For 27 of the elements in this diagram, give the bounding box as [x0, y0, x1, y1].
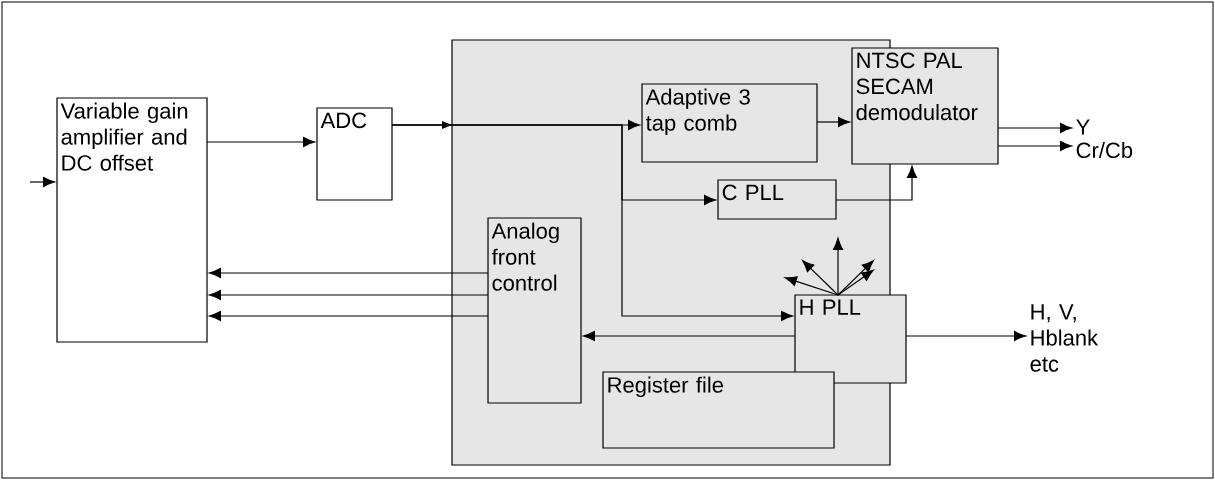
- output-label: H, V, Hblank etc: [1030, 304, 1099, 372]
- arrow: [905, 330, 1027, 342]
- block-box: Adaptive 3 tap comb: [641, 83, 818, 163]
- arrow: [206, 137, 316, 148]
- arrow: [208, 267, 489, 279]
- block-box: C PLL: [717, 179, 837, 220]
- output-label: Cr/Cb: [1076, 141, 1133, 159]
- arrow: [837, 269, 874, 296]
- arrow: [997, 140, 1073, 152]
- arrow: [835, 165, 918, 201]
- block-box: NTSC PAL SECAM demodulator: [851, 47, 999, 165]
- block-box: H PLL: [794, 294, 907, 384]
- arrow: [997, 122, 1073, 134]
- arrow: [582, 330, 796, 342]
- block-box: ADC: [316, 107, 393, 201]
- arrow: [816, 117, 851, 128]
- block-box: Register file: [602, 371, 835, 449]
- arrow: [833, 237, 844, 296]
- output-label: Y: [1076, 119, 1090, 135]
- arrow: [802, 260, 839, 296]
- arrow: [784, 276, 839, 296]
- arrow: [391, 124, 794, 322]
- block-box: Analog front control: [487, 217, 582, 404]
- block-box: Variable gain amplifier and DC offset: [56, 97, 208, 343]
- arrow: [208, 310, 489, 322]
- arrow: [208, 289, 489, 301]
- arrow: [29, 176, 56, 188]
